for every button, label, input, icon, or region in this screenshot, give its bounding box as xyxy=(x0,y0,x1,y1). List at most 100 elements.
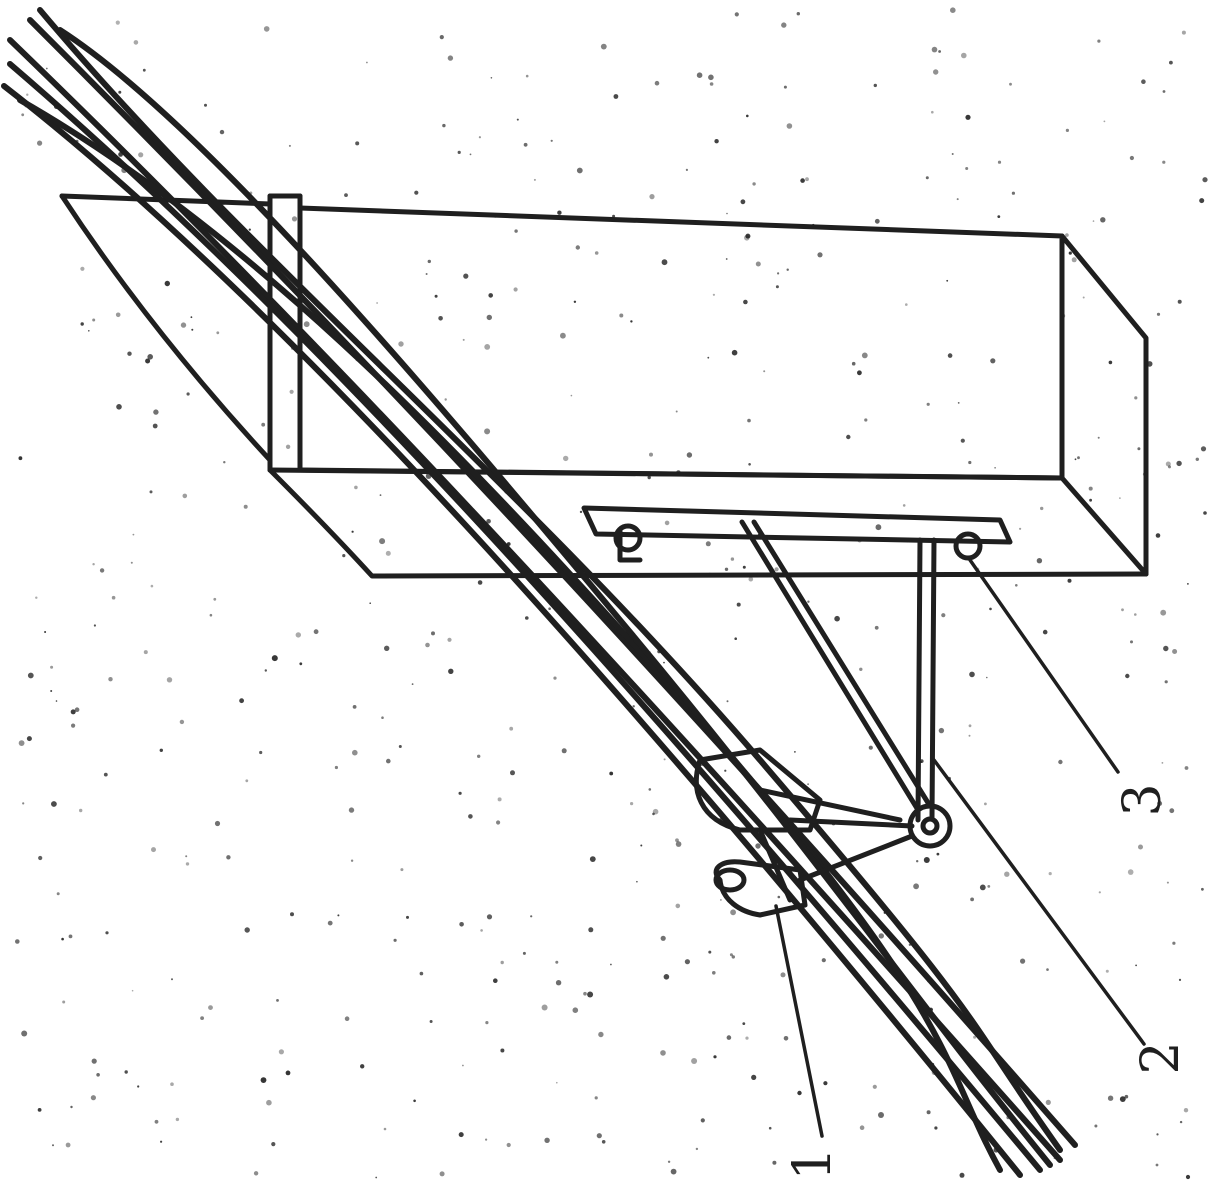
speckle-dot xyxy=(111,595,116,600)
speckle-dot xyxy=(99,568,105,573)
speckle-dot xyxy=(874,625,879,630)
speckle-dot xyxy=(675,838,679,843)
speckle-dot xyxy=(278,1049,284,1055)
speckle-dot xyxy=(344,1016,350,1021)
speckle-dot xyxy=(965,167,969,170)
speckle-dot xyxy=(145,358,151,364)
speckle-dot xyxy=(913,883,919,890)
speckle-dot xyxy=(1166,881,1169,884)
speckle-dot xyxy=(1164,680,1168,684)
speckle-dot xyxy=(544,1137,550,1144)
speckle-dot xyxy=(493,978,498,983)
speckle-dot xyxy=(175,1117,180,1122)
speckle-dot xyxy=(1169,60,1173,65)
speckle-dot xyxy=(714,139,719,144)
speckle-dot xyxy=(1107,1095,1114,1101)
speckle-dot xyxy=(259,750,263,755)
speckle-dot xyxy=(514,229,518,233)
speckle-dot xyxy=(663,758,666,761)
speckle-dot xyxy=(93,624,96,627)
speckle-dot xyxy=(748,576,754,582)
speckle-dot xyxy=(413,1099,416,1103)
speckle-dot xyxy=(478,136,481,139)
speckle-dot xyxy=(755,261,761,267)
speckle-dot xyxy=(774,567,779,572)
speckle-dot xyxy=(576,167,583,174)
speckle-dot xyxy=(1169,808,1175,814)
speckle-dot xyxy=(570,394,573,397)
speckle-dot xyxy=(159,748,163,752)
speckle-dot xyxy=(438,316,443,321)
speckle-dot xyxy=(285,1070,291,1076)
speckle-dot xyxy=(734,12,739,17)
speckle-dot xyxy=(61,937,64,941)
speckle-dot xyxy=(857,370,862,376)
speckle-dot xyxy=(1046,968,1049,971)
speckle-dot xyxy=(204,103,207,107)
speckle-dot xyxy=(959,1172,965,1178)
speckle-dot xyxy=(1004,871,1010,877)
speckle-dot xyxy=(726,700,729,703)
speckle-dot xyxy=(289,389,294,394)
speckle-dot xyxy=(50,665,54,669)
speckle-dot xyxy=(530,915,533,918)
speckle-dot xyxy=(979,884,986,891)
speckle-dot xyxy=(994,467,996,469)
speckle-dot xyxy=(1097,436,1100,439)
speckle-dot xyxy=(103,772,108,777)
speckle-dot xyxy=(742,565,746,569)
speckle-dot xyxy=(1108,360,1113,365)
speckle-dot xyxy=(1168,465,1171,469)
speckle-dot xyxy=(1119,1096,1126,1102)
speckle-dot xyxy=(38,855,43,861)
speckle-dot xyxy=(868,745,873,750)
speckle-dot xyxy=(138,152,144,158)
speckle-dot xyxy=(68,934,73,939)
speckle-dot xyxy=(772,1160,777,1165)
speckle-dot xyxy=(1042,629,1048,635)
speckle-dot xyxy=(550,139,553,142)
speckle-dot xyxy=(730,909,736,916)
speckle-dot xyxy=(923,857,930,863)
speckle-dot xyxy=(663,974,670,980)
speckle-dot xyxy=(598,1031,604,1038)
speckle-dot xyxy=(557,210,562,215)
speckle-dot xyxy=(587,991,594,998)
speckle-dot xyxy=(730,557,735,561)
speckle-dot xyxy=(817,252,823,258)
speckle-dot xyxy=(726,1035,732,1040)
speckle-dot xyxy=(649,452,653,457)
speckle-dot xyxy=(486,519,491,524)
speckle-dot xyxy=(271,1142,276,1147)
speckle-dot xyxy=(115,312,121,318)
speckle-dot xyxy=(180,322,187,328)
speckle-dot xyxy=(965,114,971,120)
speckle-dot xyxy=(859,667,863,671)
speckle-dot xyxy=(360,1064,365,1069)
speckle-dot xyxy=(563,455,569,462)
speckle-dot xyxy=(185,855,188,858)
speckle-dot xyxy=(264,669,267,672)
speckle-dot xyxy=(601,1140,606,1144)
speckle-dot xyxy=(506,1142,511,1148)
speckle-dot xyxy=(589,856,596,862)
speckle-dot xyxy=(1163,645,1169,652)
speckle-dot xyxy=(925,176,929,180)
speckle-dot xyxy=(216,331,220,335)
speckle-dot xyxy=(1178,978,1182,982)
speckle-dot xyxy=(434,294,438,298)
speckle-dot xyxy=(555,960,559,964)
speckle-dot xyxy=(1065,233,1069,237)
speckle-dot xyxy=(777,272,780,275)
speckle-dot xyxy=(21,113,25,117)
speckle-dot xyxy=(989,607,992,611)
speckle-dot xyxy=(348,807,355,813)
speckle-dot xyxy=(355,141,360,146)
speckle-dot xyxy=(987,885,991,888)
speckle-dot xyxy=(691,1058,698,1064)
speckle-dot xyxy=(52,1144,54,1147)
speckle-dot xyxy=(393,938,397,942)
speckle-dot xyxy=(1162,160,1166,164)
speckle-dot xyxy=(675,841,682,847)
speckle-dot xyxy=(253,1171,259,1176)
